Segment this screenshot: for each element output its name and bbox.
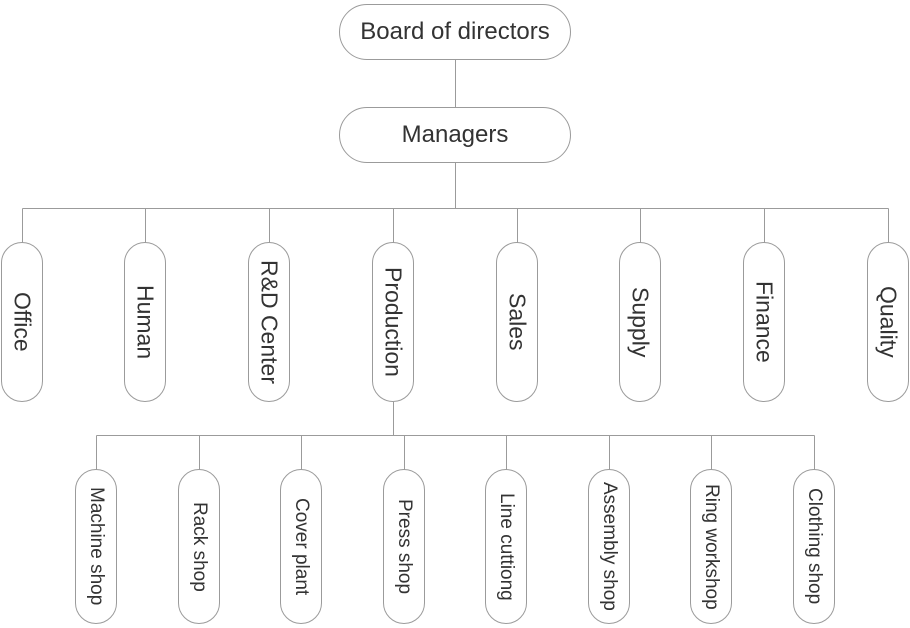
node-label: Assembly shop: [599, 482, 620, 611]
node-assembly-shop[interactable]: Assembly shop: [588, 469, 630, 624]
node-quality[interactable]: Quality: [867, 242, 909, 402]
node-label: Line cuttiong: [496, 492, 517, 601]
node-clothing-shop[interactable]: Clothing shop: [793, 469, 835, 624]
node-rd-center[interactable]: R&D Center: [248, 242, 290, 402]
node-human[interactable]: Human: [124, 242, 166, 402]
node-label: Board of directors: [360, 18, 550, 45]
node-label: Ring workshop: [701, 483, 722, 610]
node-label: Clothing shop: [804, 488, 825, 605]
node-press-shop[interactable]: Press shop: [383, 469, 425, 624]
node-board-of-directors[interactable]: Board of directors: [339, 4, 571, 60]
node-managers[interactable]: Managers: [339, 107, 571, 163]
node-label: Quality: [875, 286, 902, 358]
node-label: Supply: [627, 286, 654, 358]
node-cover-plant[interactable]: Cover plant: [280, 469, 322, 624]
node-label: Managers: [401, 121, 509, 148]
node-label: Cover plant: [291, 497, 312, 596]
node-sales[interactable]: Sales: [496, 242, 538, 402]
node-line-cutting[interactable]: Line cuttiong: [485, 469, 527, 624]
node-supply[interactable]: Supply: [619, 242, 661, 402]
node-label: Machine shop: [86, 487, 107, 606]
node-label: Office: [9, 292, 36, 352]
node-finance[interactable]: Finance: [743, 242, 785, 402]
node-label: Production: [380, 267, 407, 377]
node-production[interactable]: Production: [372, 242, 414, 402]
node-label: Press shop: [394, 498, 415, 595]
node-office[interactable]: Office: [1, 242, 43, 402]
node-label: Rack shop: [189, 501, 210, 592]
node-machine-shop[interactable]: Machine shop: [75, 469, 117, 624]
node-label: R&D Center: [256, 260, 283, 384]
node-label: Sales: [504, 293, 531, 351]
node-ring-workshop[interactable]: Ring workshop: [690, 469, 732, 624]
node-label: Finance: [751, 281, 778, 363]
node-label: Human: [132, 284, 159, 360]
node-rack-shop[interactable]: Rack shop: [178, 469, 220, 624]
